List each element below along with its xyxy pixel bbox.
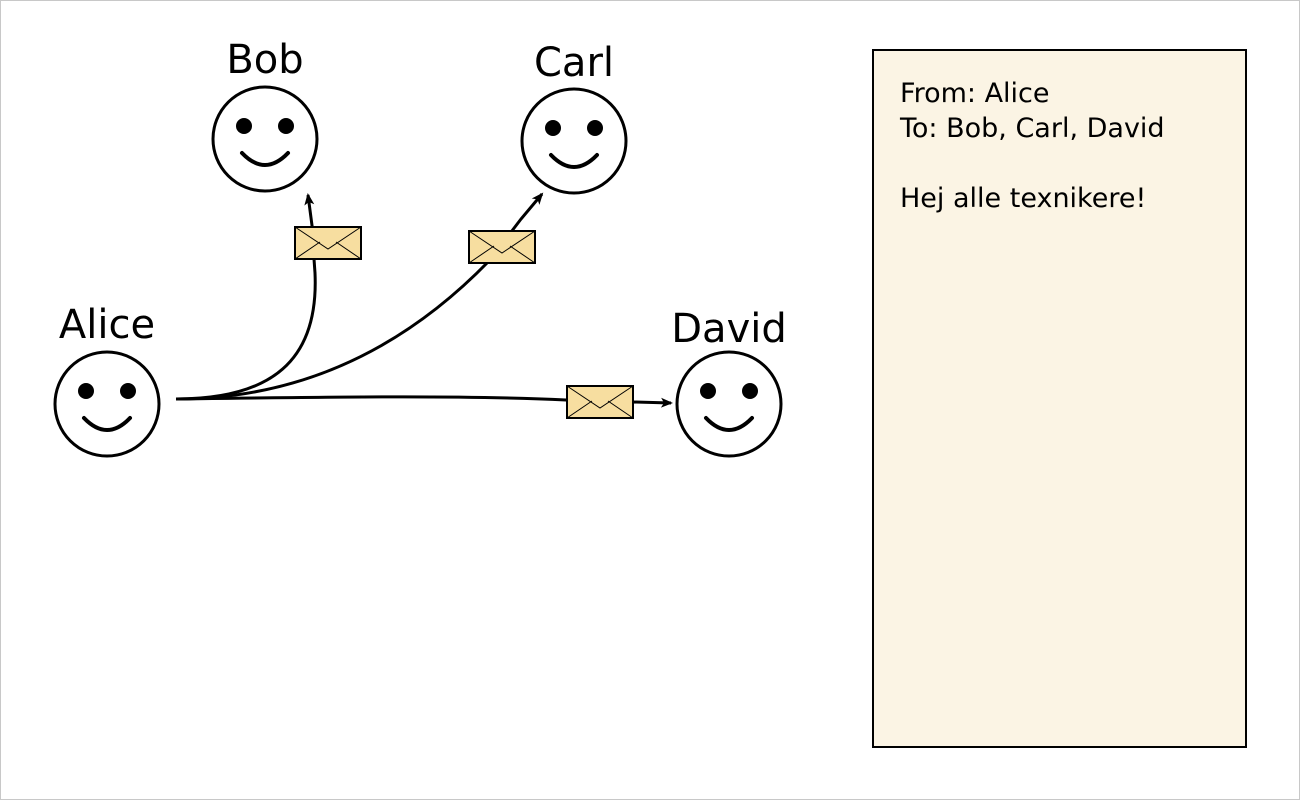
envelope-icon [468, 230, 536, 264]
person-name-carl: Carl [534, 40, 614, 86]
email-from-line: From: Alice [900, 78, 1050, 109]
edge-alice-to-david [175, 395, 673, 408]
person-david: David [671, 306, 787, 458]
envelope-icon [566, 385, 634, 419]
person-bob: Bob [211, 37, 319, 193]
email-letter-panel: From: Alice To: Bob, Carl, David Hej all… [872, 49, 1247, 748]
edge-alice-to-bob [175, 193, 317, 401]
person-name-bob: Bob [226, 37, 303, 83]
email-to-line: To: Bob, Carl, David [900, 113, 1165, 144]
smiley-face-icon [520, 87, 628, 195]
smiley-face-icon [675, 350, 783, 458]
edge-alice-to-carl [175, 192, 544, 401]
person-alice: Alice [53, 302, 161, 458]
smiley-face-icon [53, 350, 161, 458]
smiley-face-icon [211, 85, 319, 193]
person-carl: Carl [520, 40, 628, 195]
envelope-icon [294, 226, 362, 260]
person-name-alice: Alice [59, 302, 155, 348]
person-name-david: David [671, 306, 787, 352]
email-body-line: Hej alle texnikere! [900, 183, 1147, 214]
